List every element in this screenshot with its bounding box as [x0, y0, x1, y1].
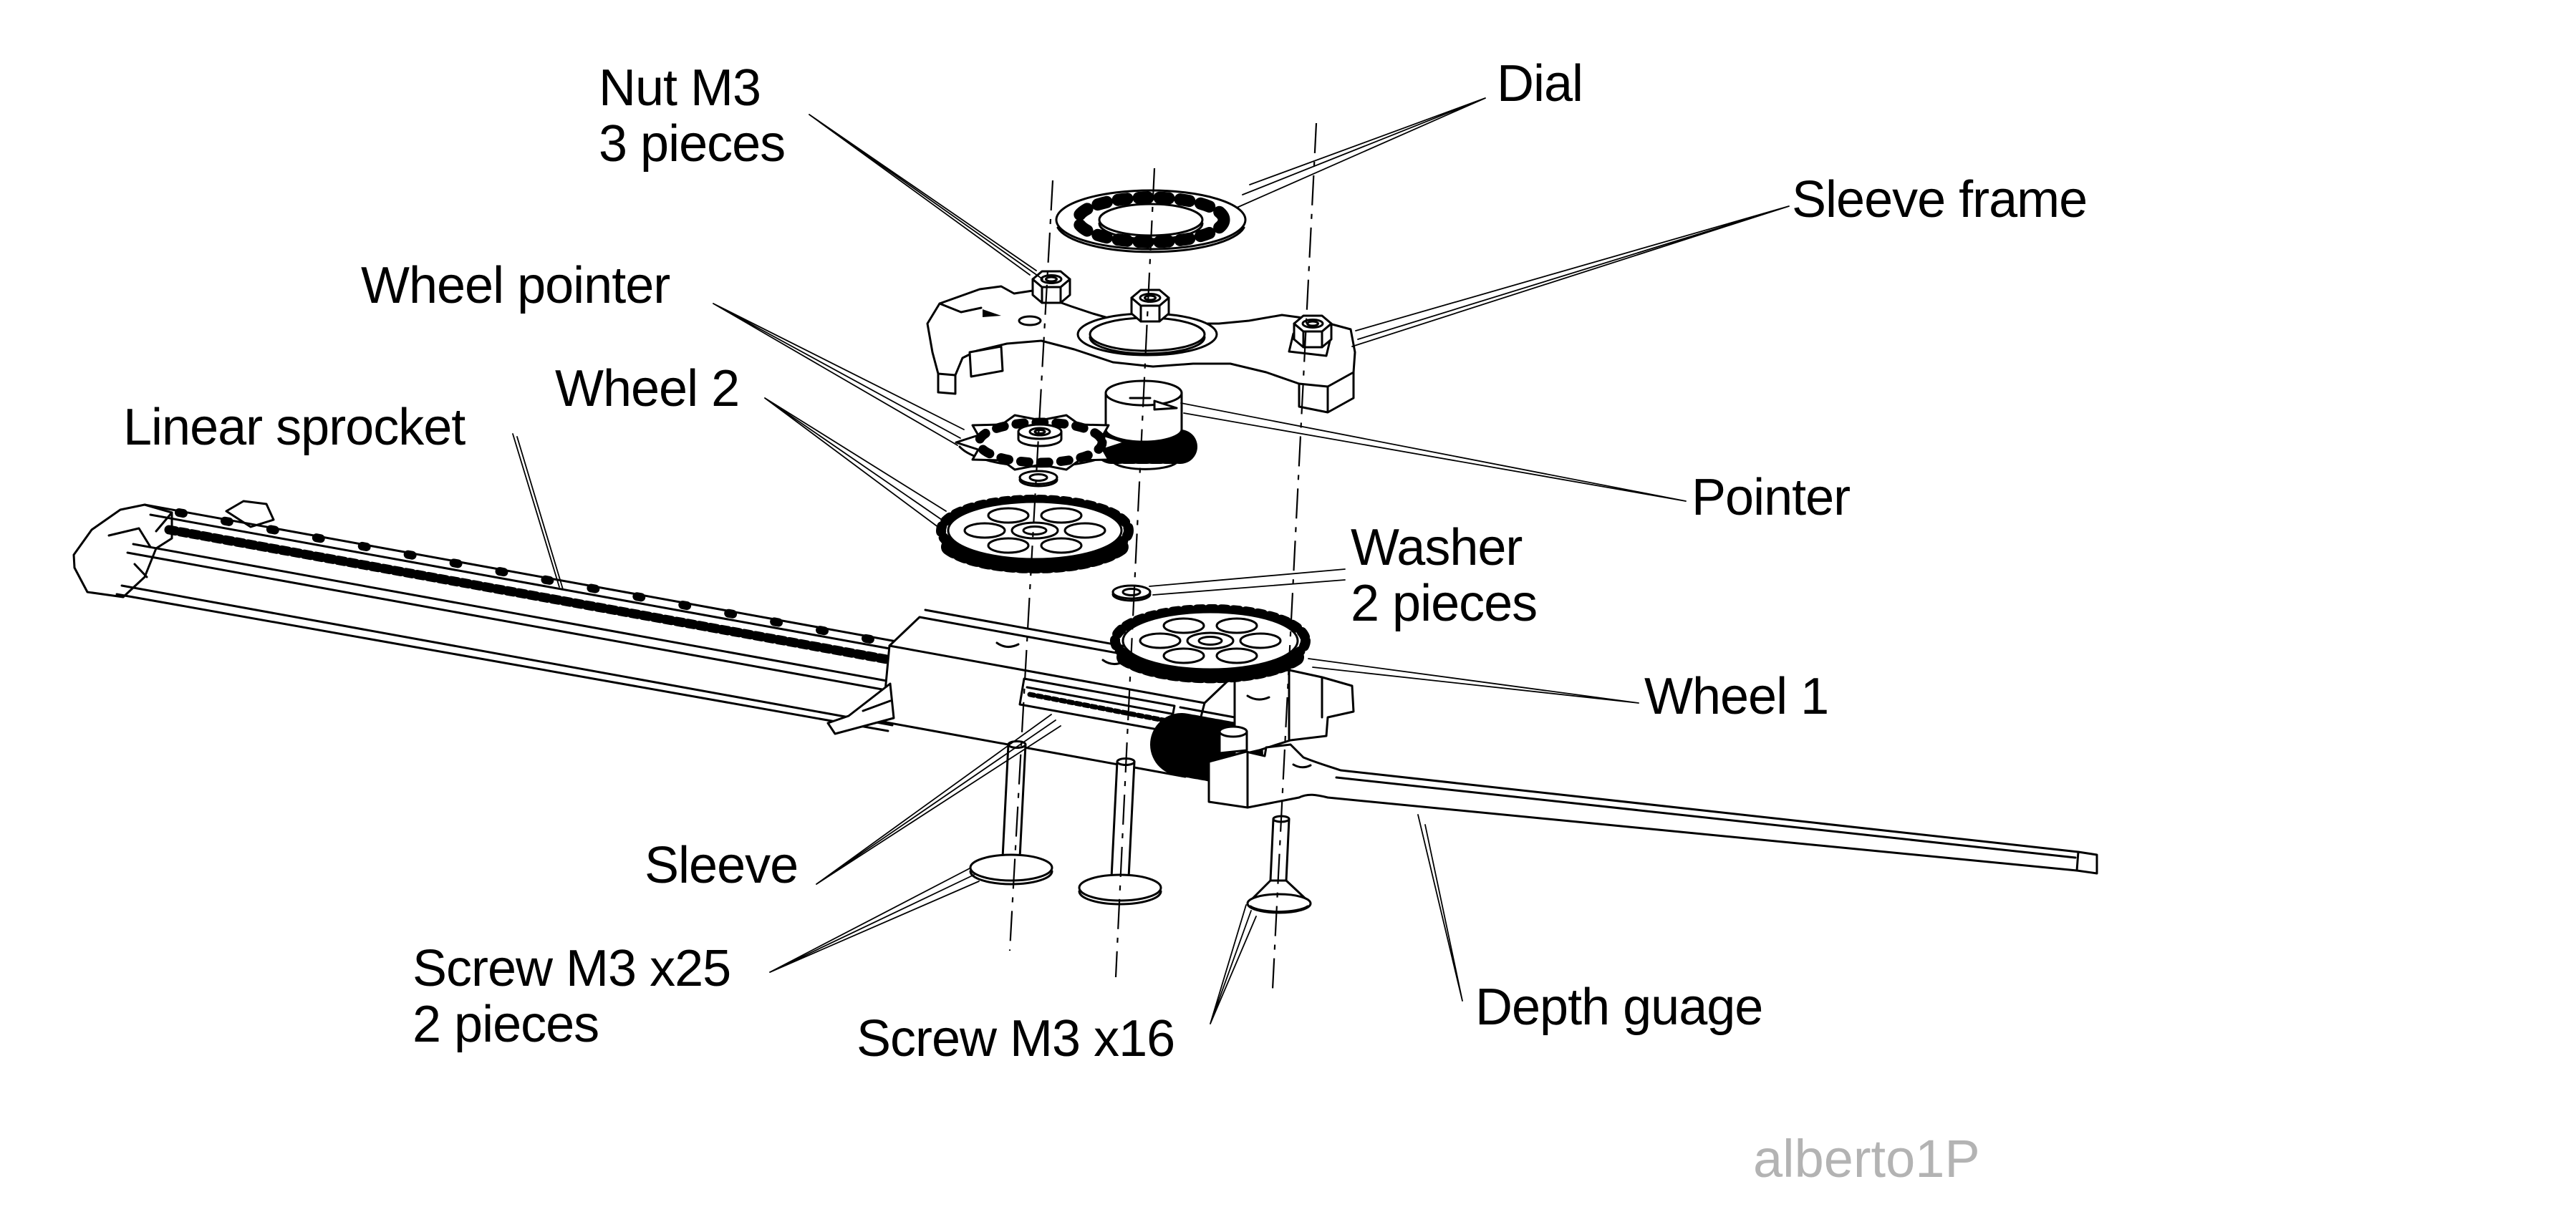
- washer-b-drawing: [1111, 584, 1152, 602]
- label-wheel-pointer: Wheel pointer: [361, 257, 670, 314]
- nut-m3-2-drawing: [1130, 289, 1170, 323]
- label-sleeve: Sleeve: [645, 837, 799, 894]
- center-axis-lines: [1008, 122, 1318, 990]
- washer-a-drawing: [1018, 470, 1058, 488]
- wheel-1-drawing: [1110, 604, 1311, 684]
- screw-m3x25-a-drawing: [969, 740, 1053, 886]
- label-wheel-2: Wheel 2: [555, 360, 740, 417]
- screw-m3x16-drawing: [1246, 815, 1312, 914]
- wheel-pointer-drawing: [955, 414, 1127, 471]
- label-wheel-1: Wheel 1: [1644, 668, 1829, 725]
- watermark-text: alberto1P: [1753, 1129, 1980, 1188]
- label-screw-m3-x25: Screw M3 x25 2 pieces: [413, 940, 731, 1054]
- label-dial: Dial: [1497, 55, 1583, 112]
- leader-lines: [512, 97, 1790, 1024]
- depth-gauge-drawing: [1207, 725, 2098, 875]
- pointer-drawing: [1094, 379, 1197, 470]
- label-washer: Washer 2 pieces: [1351, 519, 1538, 633]
- wheel-2-drawing: [936, 495, 1134, 574]
- linear-sprocket-drawing: [72, 500, 927, 732]
- label-linear-sprocket: Linear sprocket: [123, 399, 465, 456]
- label-nut-m3: Nut M3 3 pieces: [599, 59, 786, 173]
- label-sleeve-frame: Sleeve frame: [1792, 171, 2088, 228]
- label-depth-guage: Depth guage: [1475, 979, 1763, 1036]
- label-screw-m3-x16: Screw M3 x16: [857, 1010, 1175, 1067]
- screw-m3x25-b-drawing: [1078, 757, 1162, 906]
- label-pointer: Pointer: [1692, 469, 1851, 526]
- nut-m3-3-drawing: [1293, 314, 1333, 349]
- nut-m3-1-drawing: [1031, 270, 1071, 304]
